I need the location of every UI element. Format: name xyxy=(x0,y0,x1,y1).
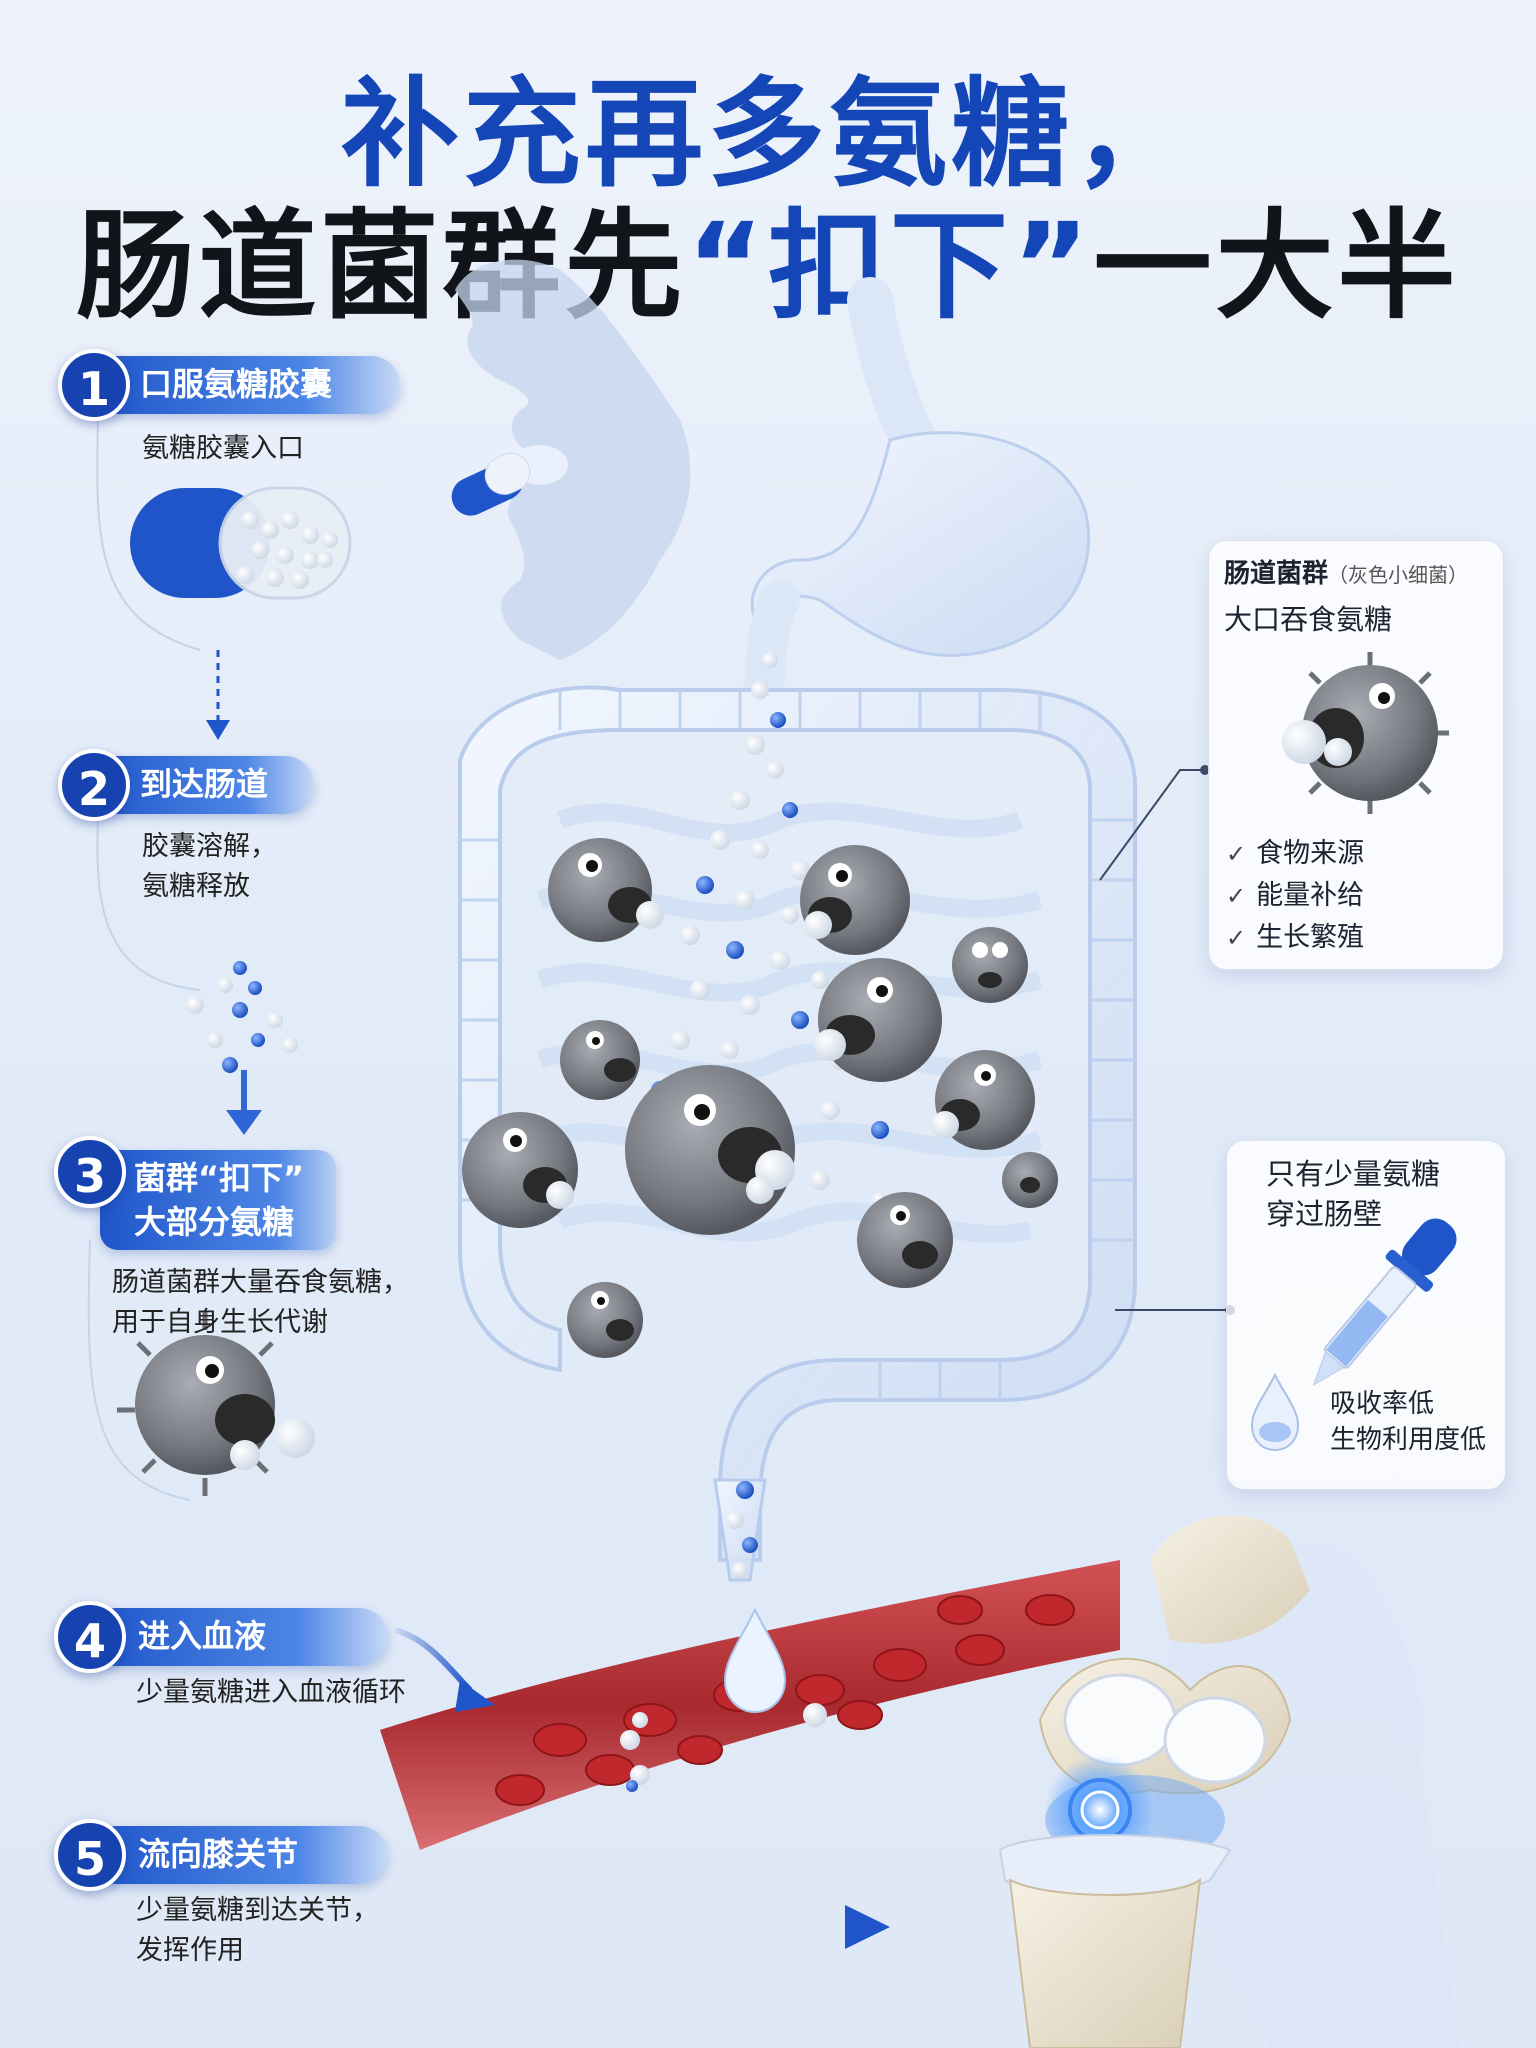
bacteria-item-3: ✓ 生长繁殖 xyxy=(1226,920,1364,956)
released-particles xyxy=(186,961,298,1073)
step-1-pill xyxy=(88,356,400,414)
step-3-label-1: 菌群“扣下” xyxy=(134,1159,305,1197)
drop xyxy=(723,1607,787,1714)
title-line-2: 肠道菌群先“扣下”一大半 xyxy=(0,170,1536,341)
card-bacterium-icon xyxy=(1282,652,1449,814)
absorb-title-2: 穿过肠壁 xyxy=(1266,1197,1383,1231)
bacterium xyxy=(548,838,664,942)
absorb-note-1: 吸收率低 xyxy=(1330,1389,1435,1419)
bacteria-card-subtitle: 大口吞食氨糖 xyxy=(1224,603,1393,636)
bacteria-item-1-label: 食物来源 xyxy=(1256,838,1365,869)
knee-joint xyxy=(998,1515,1460,2048)
step-2-desc-2: 氨糖释放 xyxy=(142,871,250,902)
bacteria-card-title-main: 肠道菌群 xyxy=(1224,559,1329,589)
step-5-pill xyxy=(88,1826,388,1884)
step-3-number: 3 xyxy=(54,1136,126,1208)
title-line-1: 补充再多氨糖， xyxy=(340,65,1195,203)
step-5-desc-2: 发挥作用 xyxy=(136,1935,244,1966)
step-3-box xyxy=(100,1150,336,1250)
bacteria-card-title: 肠道菌群（灰色小细菌） xyxy=(1224,556,1468,593)
step-4-number: 4 xyxy=(54,1601,126,1673)
bacteria-item-3-label: 生长繁殖 xyxy=(1256,922,1365,953)
dropper-icon xyxy=(1250,1218,1457,1452)
capsule-large xyxy=(130,486,352,600)
step-5-desc-1: 少量氨糖到达关节， xyxy=(136,1895,379,1926)
large-intestine xyxy=(458,685,1137,1562)
step-2-desc-1: 胶囊溶解， xyxy=(142,831,277,862)
step-2-label: 到达肠道 xyxy=(140,765,269,803)
bacteria-item-1: ✓ 食物来源 xyxy=(1226,836,1364,872)
check-icon: ✓ xyxy=(1226,840,1247,868)
bacterium xyxy=(800,845,910,955)
step-5-label: 流向膝关节 xyxy=(138,1835,299,1873)
step-3-desc-2: 用于自身生长代谢 xyxy=(112,1307,328,1338)
bacteria-card-title-note: （灰色小细菌） xyxy=(1328,563,1469,587)
bacterium xyxy=(952,927,1028,1003)
capsule-mouth xyxy=(451,452,531,516)
step-2-number: 2 xyxy=(58,749,130,821)
gut-bacteria-group xyxy=(462,838,1058,1358)
bacterium xyxy=(625,1065,795,1235)
bacterium xyxy=(931,1050,1035,1150)
bacterium xyxy=(1002,1152,1058,1208)
absorb-title-1: 只有少量氨糖 xyxy=(1266,1157,1441,1191)
head-silhouette xyxy=(455,259,691,660)
step-4-desc: 少量氨糖进入血液循环 xyxy=(136,1677,406,1708)
check-icon: ✓ xyxy=(1226,924,1247,952)
step-1-number: 1 xyxy=(58,349,130,421)
title-line-2-post: 一大半 xyxy=(1093,197,1460,335)
absorb-note-2: 生物利用度低 xyxy=(1330,1425,1487,1455)
step-1-label: 口服氨糖胶囊 xyxy=(140,365,333,403)
step-4-label: 进入血液 xyxy=(138,1617,267,1655)
bacteria-item-2: ✓ 能量补给 xyxy=(1226,878,1364,914)
step-3-desc-1: 肠道菌群大量吞食氨糖， xyxy=(112,1267,409,1298)
bacterium-step3 xyxy=(117,1312,315,1496)
check-icon: ✓ xyxy=(1226,882,1247,910)
bacteria-item-2-label: 能量补给 xyxy=(1256,880,1365,911)
step-1-desc: 氨糖胶囊入口 xyxy=(142,433,304,464)
bacterium xyxy=(462,1112,578,1228)
bacterium xyxy=(567,1282,643,1358)
bacterium xyxy=(814,958,942,1082)
bacterium xyxy=(560,1020,640,1100)
step-5-number: 5 xyxy=(54,1819,126,1891)
step-4-pill xyxy=(88,1608,388,1666)
bacterium xyxy=(857,1192,953,1288)
step-3-label-2: 大部分氨糖 xyxy=(134,1203,295,1241)
stomach xyxy=(750,431,1091,657)
